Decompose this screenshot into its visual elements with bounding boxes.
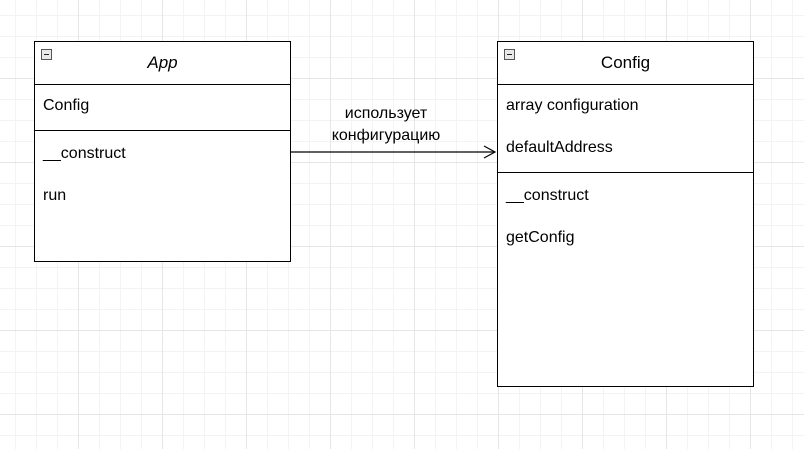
collapse-icon[interactable] [504, 49, 515, 60]
association-label-line2: конфигурацию [331, 127, 441, 144]
attribute-config[interactable]: Config [43, 97, 90, 114]
class-config-title: Config [600, 53, 651, 72]
operation-get-config[interactable]: getConfig [506, 229, 575, 246]
class-app-title: App [147, 53, 178, 72]
attribute-default-address[interactable]: defaultAddress [506, 139, 613, 156]
association-label-line1: использует [344, 105, 428, 122]
class-config-attributes: array configuration defaultAddress [498, 85, 753, 173]
class-config-operations: __construct getConfig [498, 175, 753, 259]
collapse-icon[interactable] [41, 49, 52, 60]
class-config[interactable]: Config array configuration defaultAddres… [497, 41, 754, 387]
operation-construct[interactable]: __construct [506, 187, 589, 204]
operation-run[interactable]: run [43, 187, 67, 204]
operation-construct[interactable]: __construct [43, 145, 126, 162]
class-app-attributes: Config [35, 85, 290, 131]
arrowhead-icon [483, 145, 497, 159]
class-app-header: App [35, 42, 290, 85]
attribute-configuration[interactable]: array configuration [506, 97, 639, 114]
class-config-header: Config [498, 42, 753, 85]
association-label: использует конфигурацию [301, 103, 471, 147]
class-app[interactable]: App Config __construct run [34, 41, 291, 262]
class-app-operations: __construct run [35, 133, 290, 217]
